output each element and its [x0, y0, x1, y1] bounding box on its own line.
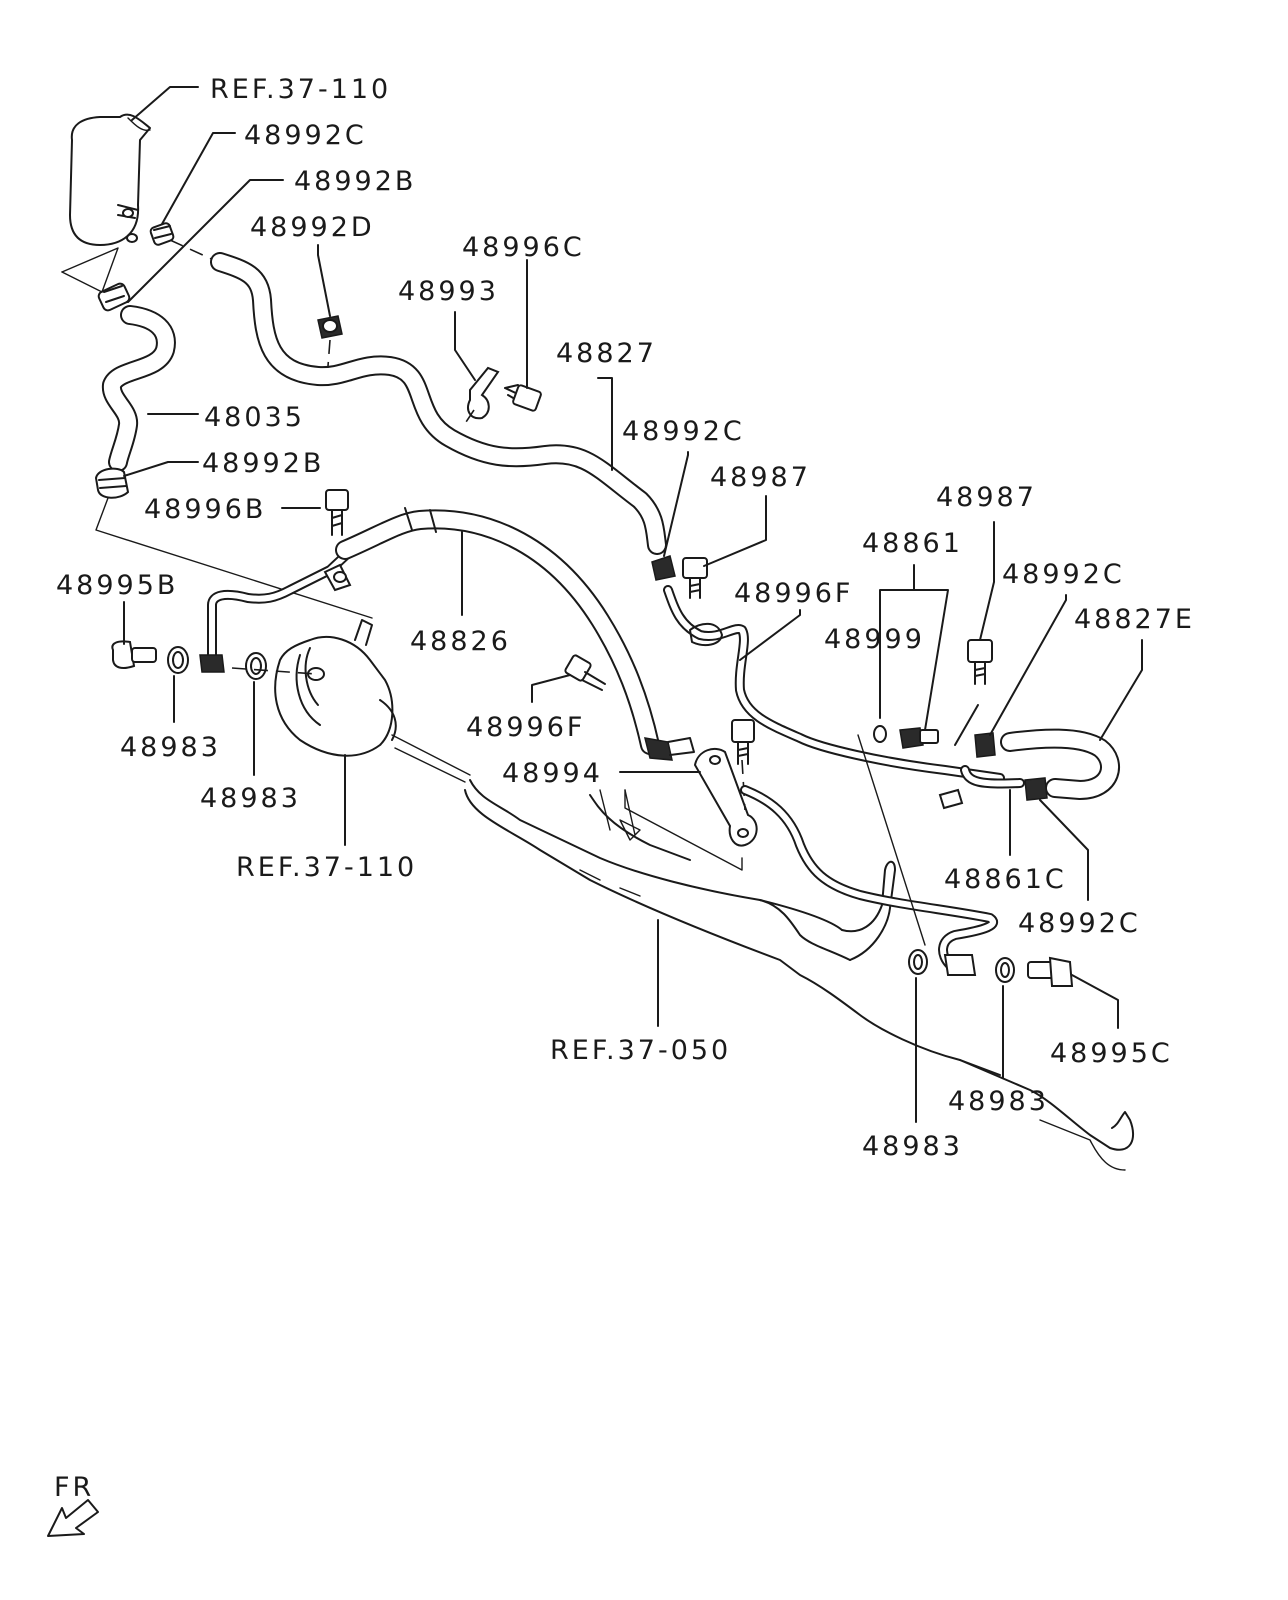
eye-bolt-48995C — [1027, 956, 1074, 987]
leader-48861 — [879, 589, 949, 731]
tube-48861-bracket — [938, 704, 1025, 810]
bolt-48987-a — [682, 557, 708, 599]
label-48826: 48826 — [410, 626, 511, 657]
guide-48999 — [857, 734, 926, 946]
leader-48996F-b — [531, 674, 571, 703]
label-48983-c: 48983 — [948, 1086, 1049, 1117]
washer-48983-d-hole — [913, 954, 923, 970]
leader-48995C — [1071, 974, 1119, 1029]
o-ring-48999 — [873, 725, 887, 743]
dashed-48992D — [327, 339, 331, 367]
bracket-48993 — [467, 366, 500, 420]
label-48983-d: 48983 — [862, 1131, 963, 1162]
power-steering-pump — [274, 619, 397, 757]
bolt-48996F-b — [564, 654, 606, 691]
leader-48992B-b — [123, 461, 199, 477]
dashed-guide-top — [169, 239, 219, 263]
leader-48987-b — [979, 521, 995, 641]
bolt-48996C — [504, 384, 542, 412]
pressure-pipe-lower — [740, 785, 998, 976]
clamp-48992C-d — [1024, 777, 1048, 801]
leader-48827 — [597, 377, 613, 471]
label-48996B: 48996B — [144, 494, 266, 525]
leader-48993 — [454, 311, 476, 381]
label-48861: 48861 — [862, 528, 963, 559]
label-48992D: 48992D — [250, 212, 375, 243]
cooler-hose-48827E — [1000, 728, 1120, 800]
steering-gear-box — [391, 734, 1135, 1171]
leader-reservoir-port — [61, 247, 119, 293]
leader-reservoir-port-b — [61, 271, 103, 293]
label-48992B-a: 48992B — [294, 166, 416, 197]
leader-48994-guide — [624, 789, 743, 871]
leader-48992C-a — [161, 132, 236, 225]
label-ref-37-110-top: REF.37-110 — [210, 74, 391, 105]
clamp-48992B-a — [97, 282, 131, 312]
leader-48992C-d — [1039, 799, 1089, 901]
label-ref-37-050: REF.37-050 — [550, 1035, 731, 1066]
leader-48992B-a — [127, 179, 284, 303]
eye-bolt-48995B — [111, 640, 157, 669]
label-48992C-c: 48992C — [1002, 559, 1125, 590]
reservoir-tank — [69, 113, 151, 246]
leader-ref-37-110-top — [131, 86, 199, 121]
clamp-48992B-b — [94, 467, 130, 499]
label-48987-a: 48987 — [710, 462, 811, 493]
washer-48983-b-hole — [250, 657, 262, 675]
clamp-48992C-a — [149, 222, 175, 246]
leader-48827E — [1099, 639, 1143, 741]
label-48992C-d: 48992C — [1018, 908, 1141, 939]
clamp-48992D — [317, 315, 343, 339]
return-hose-48827 — [210, 252, 667, 555]
label-48992C-b: 48992C — [622, 416, 745, 447]
pressure-tube-48996F — [663, 585, 1005, 783]
clip-48826-upper — [323, 563, 352, 592]
label-48996C: 48996C — [462, 232, 585, 263]
pressure-hose-48826 — [207, 507, 660, 755]
label-48993: 48993 — [398, 276, 499, 307]
label-48995C: 48995C — [1050, 1038, 1173, 1069]
leader-48992C-b — [663, 451, 689, 557]
clip-48826-lower — [643, 737, 695, 761]
washer-48983-c-hole — [1000, 962, 1010, 978]
label-48987-b: 48987 — [936, 482, 1037, 513]
label-48035: 48035 — [204, 402, 305, 433]
bolt-48996B — [325, 489, 349, 536]
label-48999: 48999 — [824, 624, 925, 655]
clamp-48992C-b — [651, 555, 676, 581]
leader-48992C-c — [989, 594, 1067, 736]
bolt-48987-b — [967, 639, 993, 685]
leader-48992B-b-guide — [95, 497, 373, 619]
leader-48992D — [317, 244, 331, 317]
label-48992B-b: 48992B — [202, 448, 324, 479]
union-fitting-pump — [199, 654, 225, 673]
dashed-48993 — [461, 409, 475, 429]
bracket-48994 — [693, 747, 758, 847]
front-arrow-icon — [47, 1499, 99, 1537]
dashed-48994 — [741, 759, 746, 811]
label-48996F-a: 48996F — [734, 578, 853, 609]
clamp-48992C-c — [974, 732, 996, 758]
washer-48983-a-hole — [172, 651, 184, 669]
label-48996F-b: 48996F — [466, 712, 585, 743]
label-48861C: 48861C — [944, 864, 1067, 895]
bolt-48996F-a — [731, 719, 755, 765]
label-48827E: 48827E — [1074, 604, 1195, 635]
front-marker-label: FR — [54, 1472, 94, 1503]
leader-48996F-a — [739, 609, 801, 661]
label-48827: 48827 — [556, 338, 657, 369]
label-48995B: 48995B — [56, 570, 178, 601]
label-48983-a: 48983 — [120, 732, 221, 763]
label-ref-37-110-bottom: REF.37-110 — [236, 852, 417, 883]
label-48983-b: 48983 — [200, 783, 301, 814]
label-48992C-a: 48992C — [244, 120, 367, 151]
suction-hose-48035 — [102, 305, 176, 472]
fitting-48861 — [899, 727, 939, 749]
label-48994: 48994 — [502, 758, 603, 789]
leader-48987-a — [703, 495, 767, 567]
dashed-pump — [231, 667, 317, 675]
